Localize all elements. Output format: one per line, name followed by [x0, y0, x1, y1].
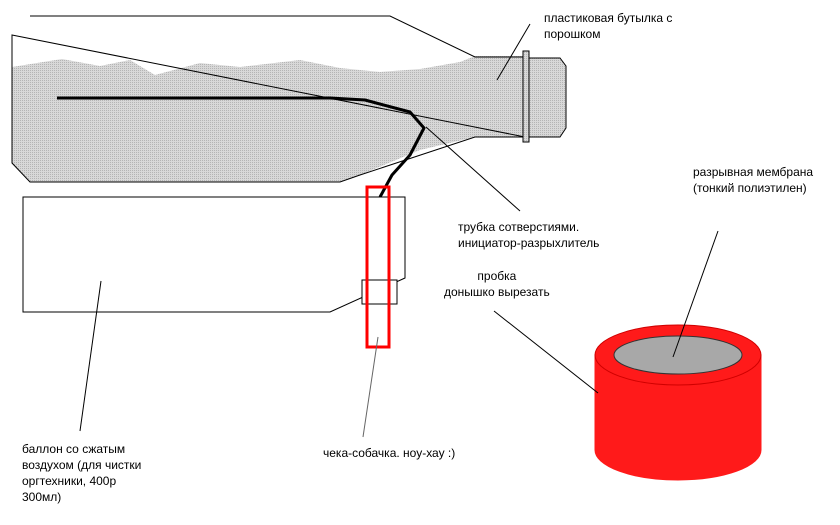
bottle-powder	[12, 56, 525, 182]
label-pin: чека-собачка. ноу-хау :)	[323, 445, 455, 461]
label-can-line-3: оргтехники, 400р	[22, 474, 117, 488]
cap-cylinder	[594, 324, 762, 481]
air-can-body	[22, 196, 406, 313]
label-pin-line-1: чека-собачка. ноу-хау :)	[323, 446, 456, 460]
bottle-neck-ring	[522, 50, 530, 143]
leader-cap	[493, 310, 599, 394]
label-can-line-2: воздухом (для чистки	[22, 458, 142, 472]
label-membrane-line-2: (тонкий полиэтилен)	[693, 181, 807, 195]
label-cap-line-2: донышко вырезать	[444, 285, 550, 299]
label-bottle-line-2: порошком	[544, 27, 601, 41]
label-can-line-4: 300мл)	[22, 490, 62, 504]
label-can-line-1: баллон со сжатым	[22, 442, 126, 456]
leader-tube	[425, 126, 521, 212]
label-membrane-line-1: разрывная мембрана	[693, 165, 814, 179]
label-tube-line-1: трубка сотверстиями.	[458, 220, 580, 234]
bottle-neck-cap	[528, 57, 567, 138]
label-cap-line-1: пробка	[477, 269, 517, 283]
label-cap: пробка донышко вырезать	[444, 268, 550, 300]
bottle-outline	[11, 15, 526, 183]
label-tube: трубка сотверстиями. инициатор-разрыхлит…	[458, 219, 599, 251]
initiator-tube	[57, 96, 426, 198]
leader-pin	[362, 336, 379, 438]
leader-membrane	[672, 230, 719, 358]
label-membrane: разрывная мембрана (тонкий полиэтилен)	[693, 164, 813, 196]
membrane-ellipse	[613, 335, 743, 375]
label-bottle-line-1: пластиковая бутылка с	[544, 11, 673, 25]
pin-box	[365, 185, 391, 349]
label-tube-line-2: инициатор-разрыхлитель	[458, 236, 600, 250]
label-can: баллон со сжатым воздухом (для чистки ор…	[22, 441, 141, 505]
leader-can	[79, 280, 102, 432]
label-bottle: пластиковая бутылка с порошком	[544, 10, 672, 42]
leader-bottle	[496, 23, 531, 81]
